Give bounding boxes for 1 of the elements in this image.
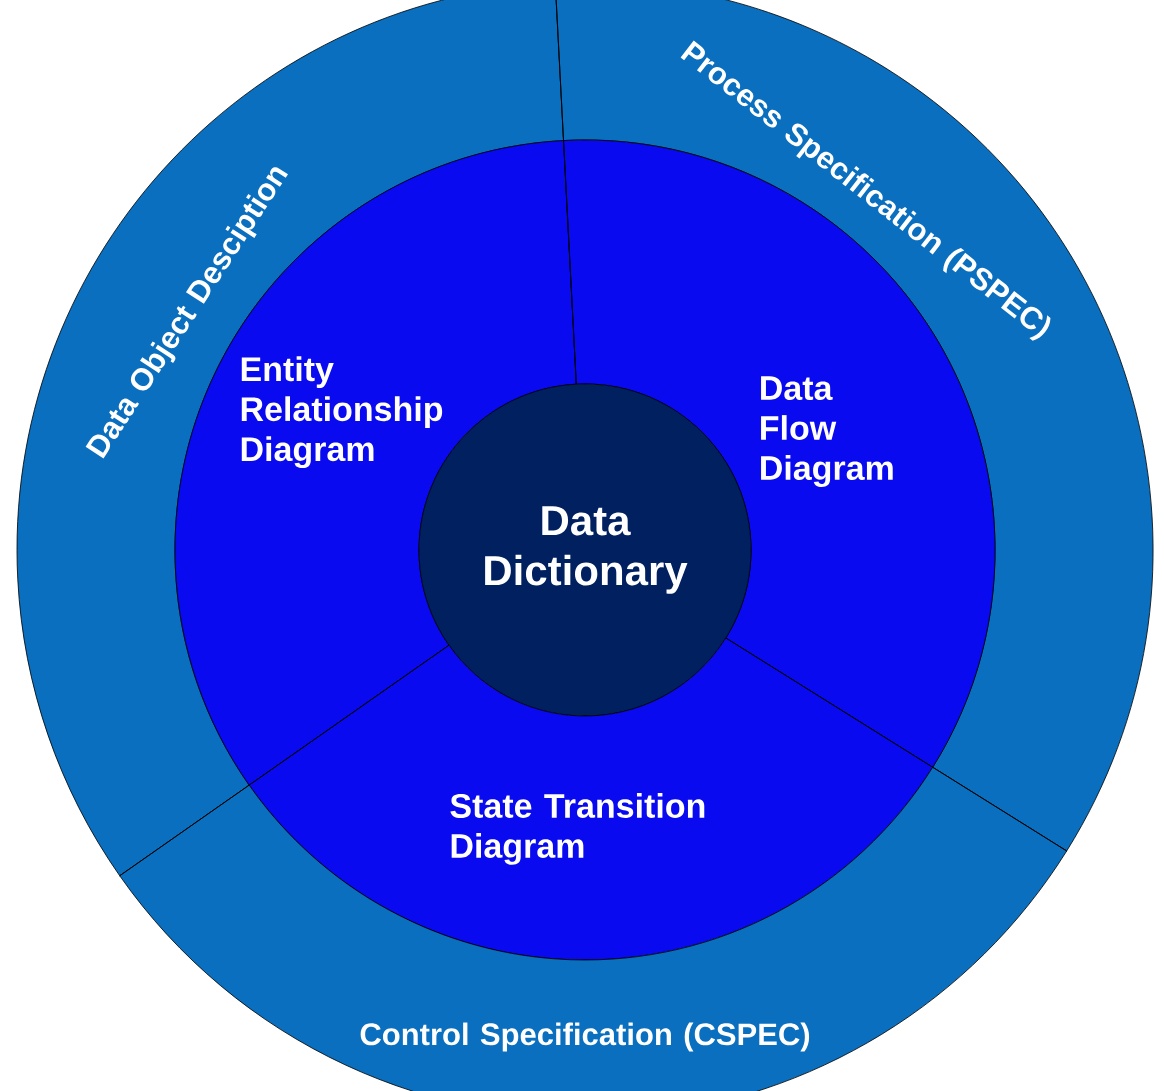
sector: State Transition Diagram [248,637,934,961]
